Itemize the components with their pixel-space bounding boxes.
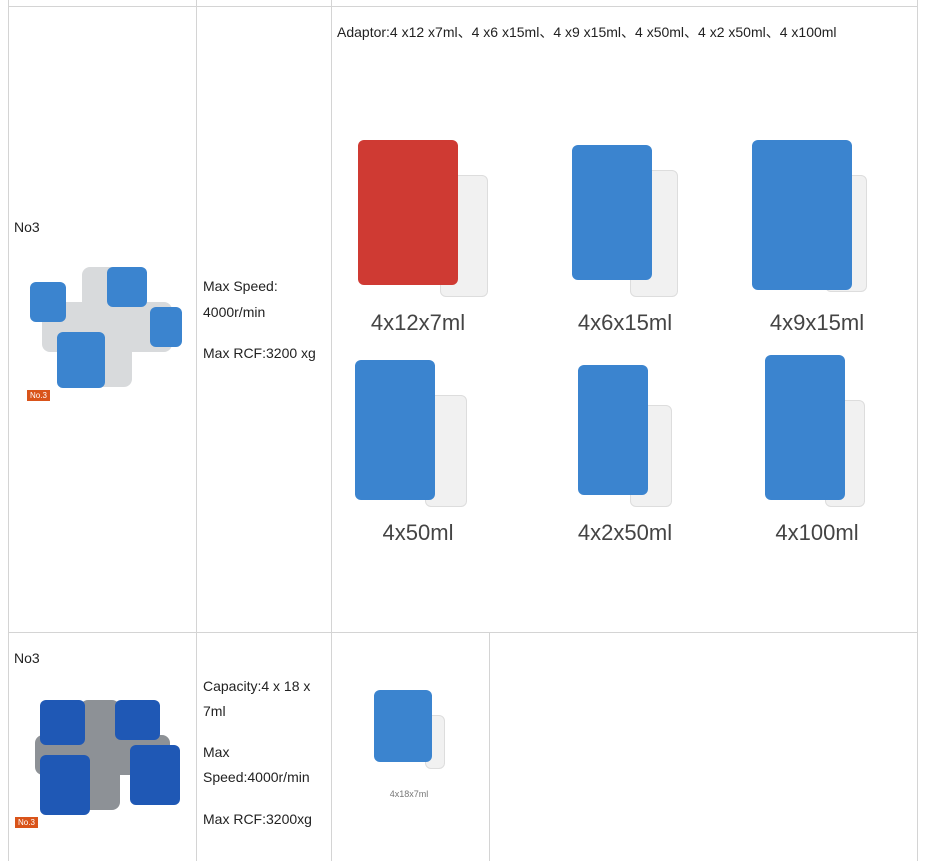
rotor-image: No.3 — [22, 262, 192, 402]
table-border — [8, 0, 9, 861]
adaptor-label: 4x18x7ml — [389, 789, 429, 799]
table-border — [196, 0, 197, 861]
adaptor-label: 4x6x15ml — [577, 310, 673, 335]
capacity-cont: 7ml — [203, 703, 226, 719]
rotor-name: No3 — [14, 650, 40, 666]
max-rcf: Max RCF:3200 xg — [203, 345, 316, 361]
max-speed-value: 4000r/min — [203, 304, 266, 320]
rotor-badge: No.3 — [15, 817, 38, 828]
adaptor-label: 4x100ml — [775, 520, 859, 545]
rotor-name: No3 — [14, 219, 40, 235]
capacity: Capacity:4 x 18 x — [203, 678, 311, 694]
table-border — [331, 0, 332, 861]
rotor-badge: No.3 — [27, 390, 50, 401]
adaptor-list: Adaptor:4 x12 x7ml、4 x6 x15ml、4 x9 x15ml… — [337, 24, 837, 40]
max-rcf: Max RCF:3200xg — [203, 811, 312, 827]
max-speed-value: Speed:4000r/min — [203, 769, 310, 785]
table-border — [917, 0, 918, 861]
table-border — [8, 632, 918, 633]
adaptor-label: 4x2x50ml — [577, 520, 673, 545]
adaptor-label: 4x12x7ml — [370, 310, 466, 335]
rotor-image: No.3 — [15, 695, 190, 835]
max-speed-label: Max — [203, 744, 230, 760]
table-border — [8, 6, 918, 7]
adaptor-label: 4x50ml — [382, 520, 454, 545]
adaptor-label: 4x9x15ml — [769, 310, 865, 335]
table-border — [489, 632, 490, 861]
max-speed-label: Max Speed: — [203, 278, 278, 294]
